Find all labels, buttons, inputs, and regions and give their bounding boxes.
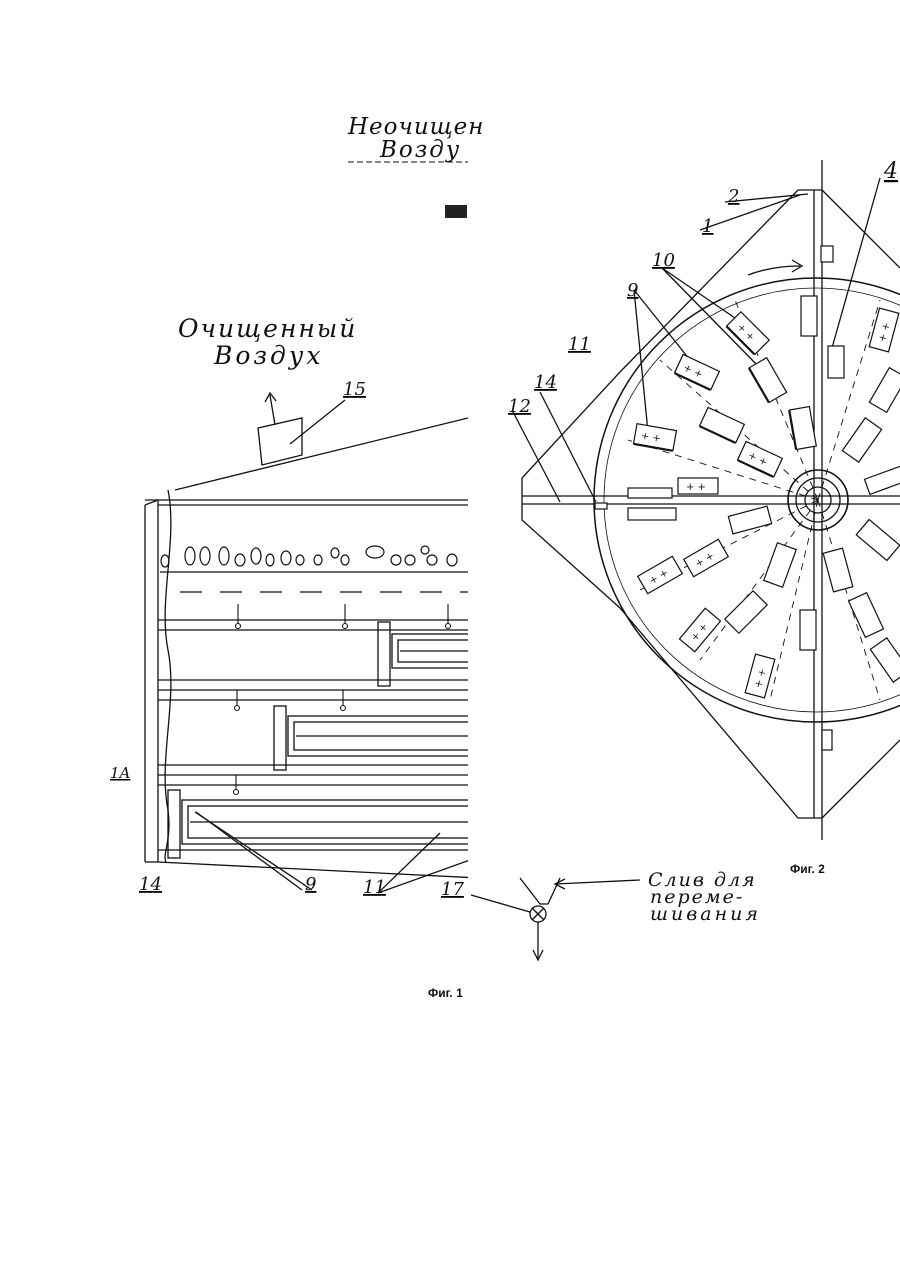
ref-12-label: 12 [508,396,531,417]
ref-4-label: 4 [883,159,898,184]
svg-text:+ +: + + [686,482,706,493]
ref-17-label: 17 [441,879,464,900]
ref-2-label: 2 [727,186,739,207]
ref-14-label-fig1: 14 [139,874,162,895]
ref-1-label: 1 [702,216,713,237]
ref-15-label: 15 [343,379,366,400]
clean-air-label-line2: Воздух [213,341,324,370]
disc-electrode-plates: + + + + + + + + + + + + + + + + + + + + [595,246,900,750]
ref-14-label-fig2: 14 [534,372,557,393]
ref-9-label-fig2: 9 [627,280,638,301]
clean-air-label-line1: Очищенный [178,314,357,343]
bubbles [161,546,457,567]
figure-1-caption: Фиг. 1 [428,986,463,1000]
section-1a-label: 1A [110,764,131,782]
figure-2-diagram [512,160,900,840]
figure-1-diagram [145,393,520,893]
ref-10-label: 10 [652,250,675,271]
mix-drain-label-line3: шивания [650,903,761,925]
ref-9-label-fig1: 9 [305,874,316,895]
unclean-air-label-line2: Возду [379,137,461,163]
figure-2-caption: Фиг. 2 [790,862,825,876]
ref-11-label-fig1: 11 [363,877,386,898]
drain-valve [471,878,640,960]
ref-11-label-fig2: 11 [568,334,591,355]
hatched-symbol [445,205,467,218]
